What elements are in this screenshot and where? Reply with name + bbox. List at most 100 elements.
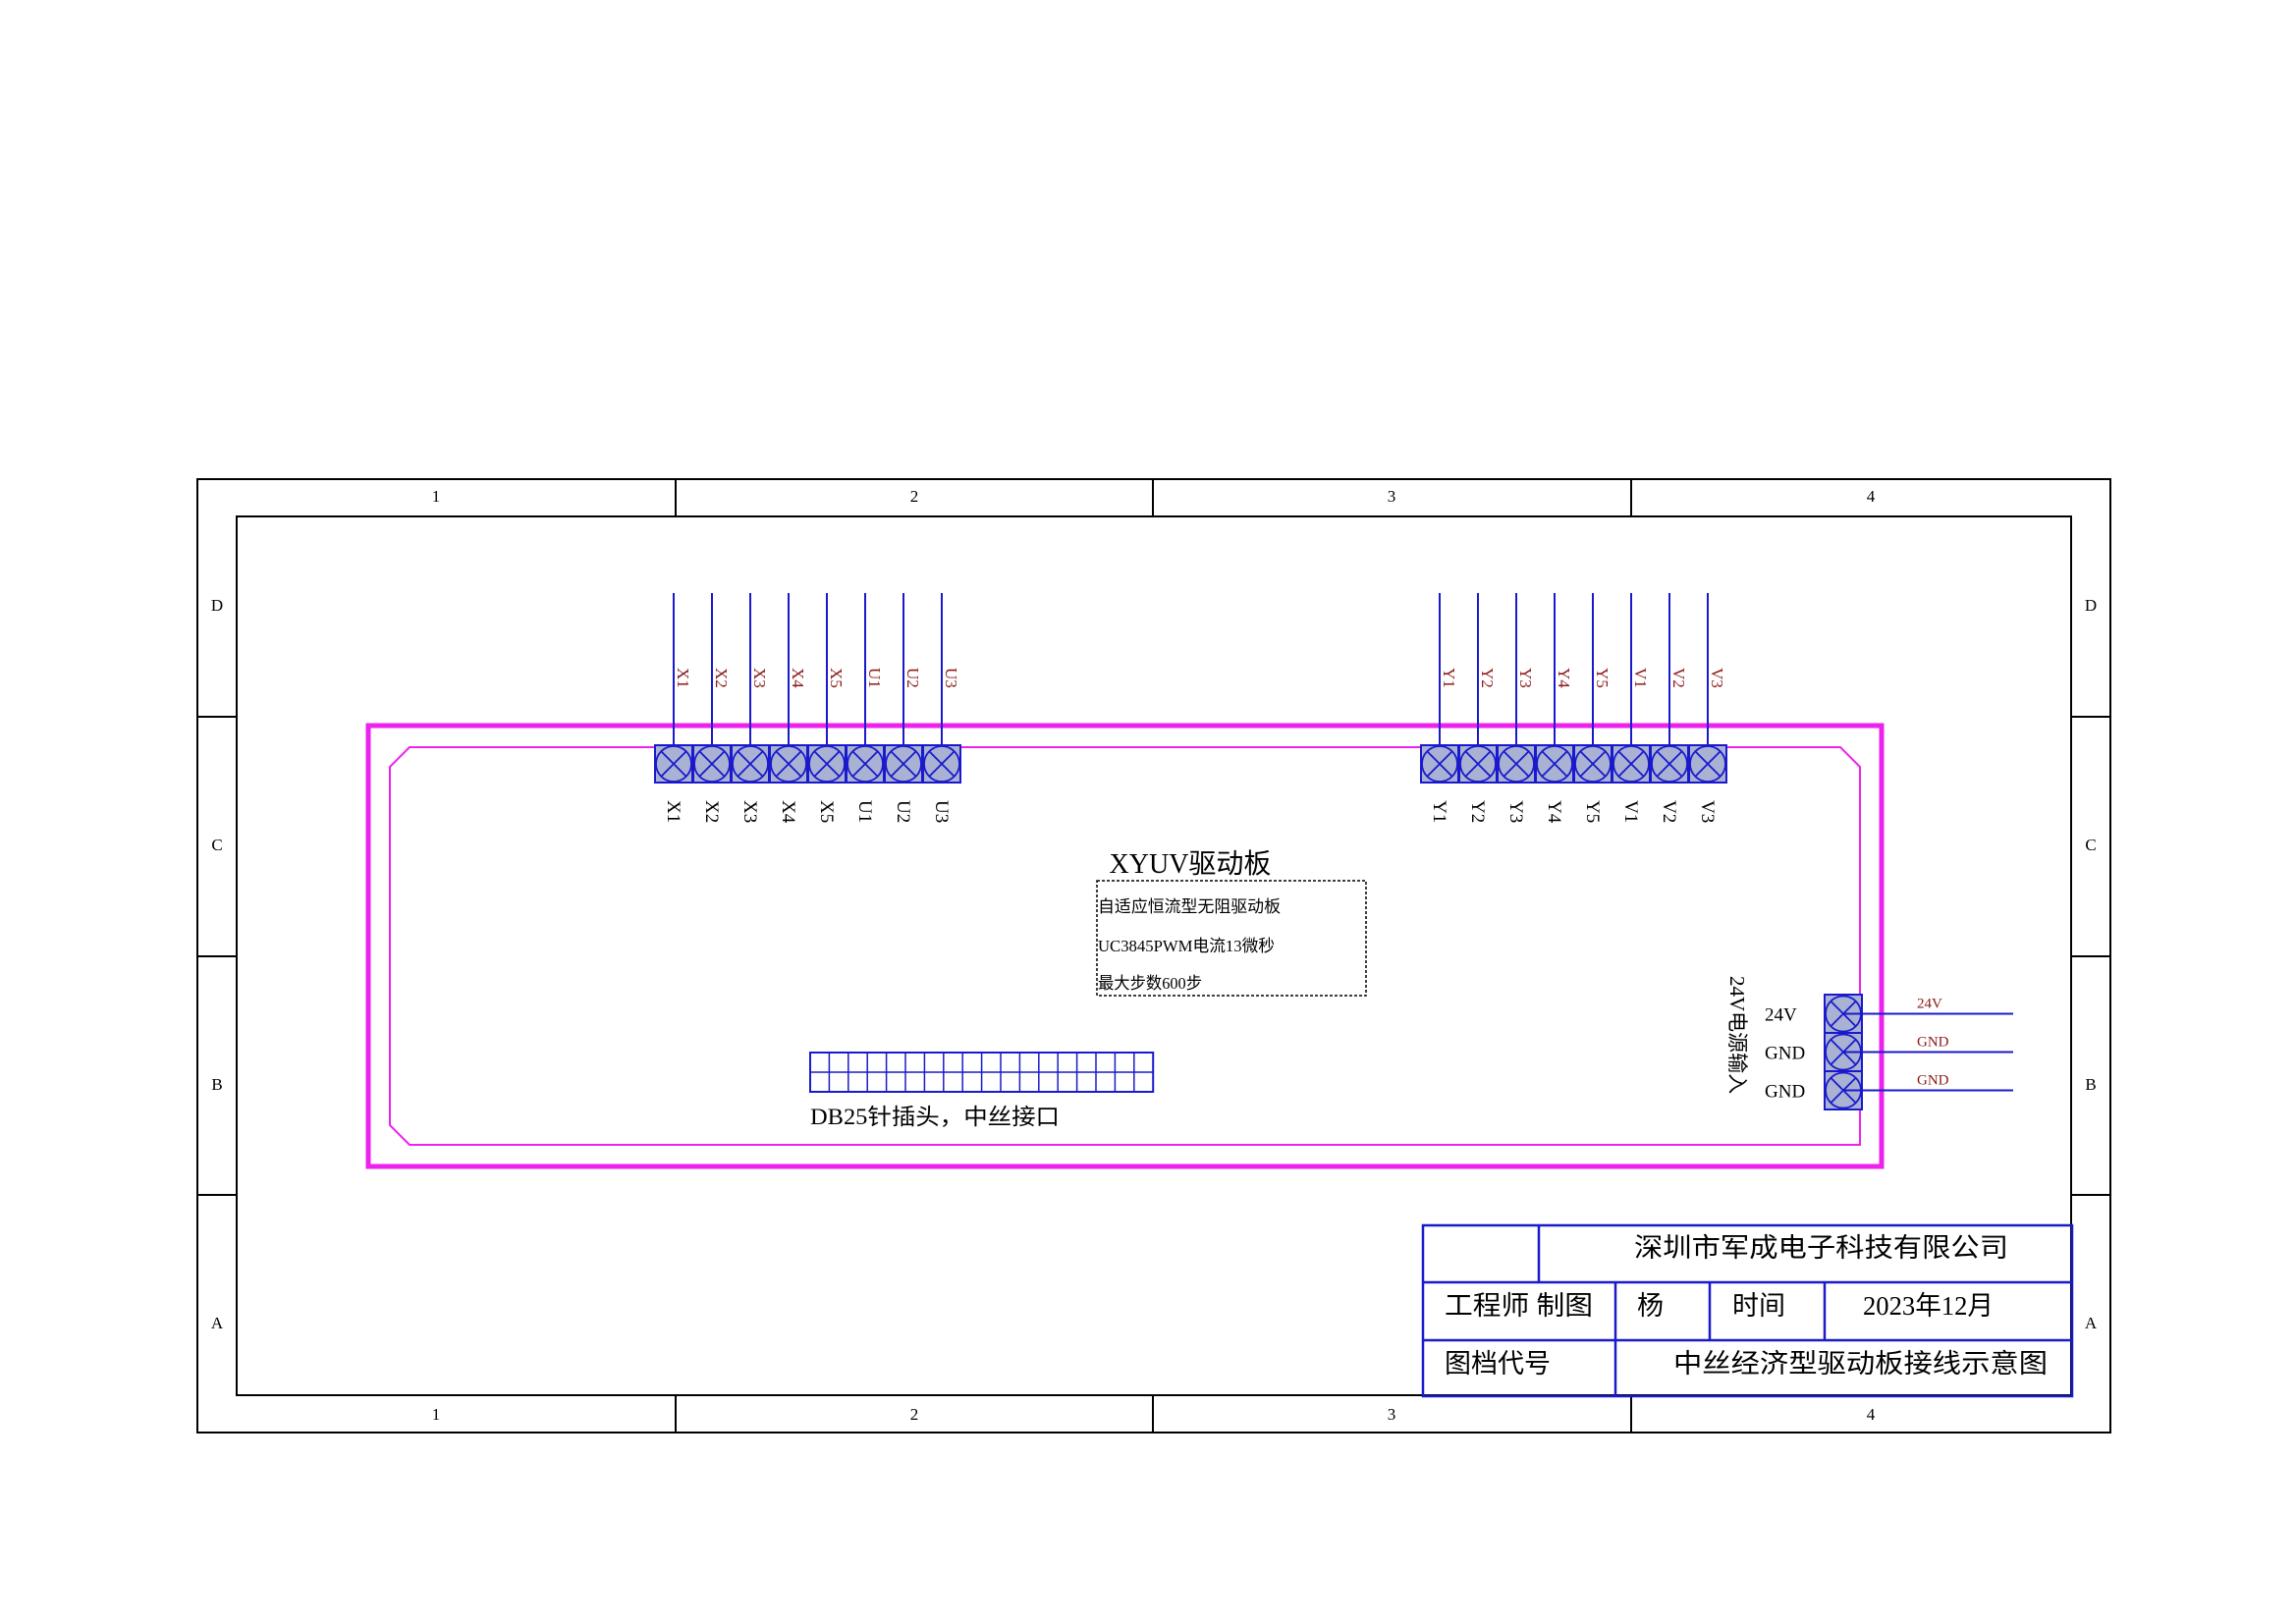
inner-border (236, 515, 2072, 1396)
terminal-pin (1688, 744, 1727, 784)
terminal-pin (846, 744, 885, 784)
wire-label: Y5 (1593, 668, 1612, 688)
col-label-bottom: 4 (1867, 1405, 1876, 1424)
row-label-right: D (2085, 596, 2097, 615)
engineer-name: 杨 (1637, 1291, 1664, 1321)
power-pin-label: GND (1765, 1044, 1805, 1064)
wire-label: U3 (942, 668, 960, 688)
row-label-right: B (2085, 1075, 2096, 1094)
title-block-text: 深圳市军成电子科技有限公司 工程师 制图 杨 时间 2023年12月 图档代号 … (1445, 1233, 2048, 1379)
col-label-top: 1 (432, 487, 441, 506)
wire-label: X4 (789, 668, 807, 688)
time-label: 时间 (1732, 1291, 1785, 1321)
wire-label: V2 (1669, 668, 1688, 688)
wire-label: Y1 (1440, 668, 1458, 688)
wire-label: V1 (1631, 668, 1650, 688)
col-label-bottom: 2 (910, 1405, 919, 1424)
terminal-pin (884, 744, 923, 784)
board-title: XYUV驱动板 (1110, 848, 1272, 880)
pin-label: Y2 (1467, 800, 1488, 823)
pin-label: X4 (778, 800, 798, 824)
db25-label: DB25针插头，中丝接口 (810, 1105, 1060, 1129)
wire-label: Y3 (1516, 668, 1535, 688)
col-label-bottom: 1 (432, 1405, 441, 1424)
connector-left-wires (673, 593, 943, 764)
pin-label: X2 (701, 800, 722, 823)
col-label-bottom: 3 (1388, 1405, 1396, 1424)
power-input: 24V电源输入 24V GND GND 24V GND GND (1725, 976, 2013, 1110)
company-name: 深圳市军成电子科技有限公司 (1634, 1233, 2008, 1263)
terminal-pin (1612, 744, 1651, 784)
pin-label: X3 (739, 800, 760, 823)
pin-label: Y1 (1429, 800, 1449, 823)
title-block (1421, 1223, 2074, 1398)
connector-right-terminals (1420, 744, 1727, 784)
pin-label: V3 (1697, 800, 1718, 823)
wire-label: U1 (865, 668, 884, 688)
terminal-pin (769, 744, 808, 784)
engineer-label: 工程师 制图 (1445, 1291, 1593, 1321)
power-pin-label: GND (1765, 1082, 1805, 1103)
terminal-pin (1420, 744, 1459, 784)
power-input-title: 24V电源输入 (1725, 976, 1749, 1094)
connector-left-terminals (654, 744, 961, 784)
board-info-line: 自适应恒流型无阻驱动板 (1098, 897, 1281, 916)
terminal-pin (922, 744, 961, 784)
wire-label: Y4 (1555, 668, 1573, 688)
pin-label: Y3 (1505, 800, 1526, 823)
col-label-top: 3 (1388, 487, 1396, 506)
wire-label: X5 (827, 668, 846, 688)
terminal-pin (1650, 744, 1689, 784)
zone-labels: 1 2 3 4 1 2 3 4 D C B A D C B A (211, 487, 2098, 1424)
pin-label: U3 (931, 800, 952, 823)
pin-label: V1 (1620, 800, 1641, 823)
wire-label: V3 (1708, 668, 1726, 688)
pin-label: Y5 (1582, 800, 1603, 823)
doc-code-label: 图档代号 (1445, 1349, 1551, 1379)
power-wire-label: GND (1917, 1073, 1949, 1089)
board-inner-edge (389, 746, 1861, 1146)
db25-header (809, 1052, 1155, 1093)
drawing-date: 2023年12月 (1863, 1291, 1994, 1321)
board-info-line: UC3845PWM电流13微秒 (1098, 937, 1275, 955)
terminal-pin (654, 744, 693, 784)
drawing-title: 中丝经济型驱动板接线示意图 (1673, 1349, 2048, 1379)
pin-label: Y4 (1544, 800, 1564, 824)
row-label-right: C (2085, 836, 2096, 854)
row-label-left: D (211, 596, 223, 615)
power-pin-label: 24V (1765, 1005, 1797, 1026)
wire-label: X3 (750, 668, 769, 688)
board-outer-edge (365, 723, 1885, 1169)
pin-label: U2 (893, 800, 913, 823)
pin-label: X5 (816, 800, 837, 823)
pin-label: V2 (1659, 800, 1679, 823)
pin-label: X1 (663, 800, 683, 823)
drawing-frame (196, 478, 2111, 1434)
row-label-right: A (2085, 1314, 2098, 1332)
row-label-left: C (211, 836, 222, 854)
terminal-pin (1535, 744, 1574, 784)
wire-label: Y2 (1478, 668, 1497, 688)
board-outline (365, 723, 1885, 1169)
board-info-box (1096, 880, 1367, 997)
terminal-pin (692, 744, 732, 784)
row-label-left: B (211, 1075, 222, 1094)
board-info-line: 最大步数600步 (1098, 974, 1202, 993)
terminal-pin (1497, 744, 1536, 784)
terminal-pin (1573, 744, 1613, 784)
row-label-left: A (211, 1314, 224, 1332)
terminal-pin (807, 744, 847, 784)
power-pin-labels: 24V GND GND (1765, 1005, 1805, 1103)
col-label-top: 4 (1867, 487, 1876, 506)
board-info: 自适应恒流型无阻驱动板 UC3845PWM电流13微秒 最大步数600步 (1098, 897, 1281, 993)
terminal-pin (1458, 744, 1498, 784)
col-label-top: 2 (910, 487, 919, 506)
connector-right-wires (1439, 593, 1709, 764)
power-wire-label: GND (1917, 1035, 1949, 1051)
terminal-pin (731, 744, 770, 784)
